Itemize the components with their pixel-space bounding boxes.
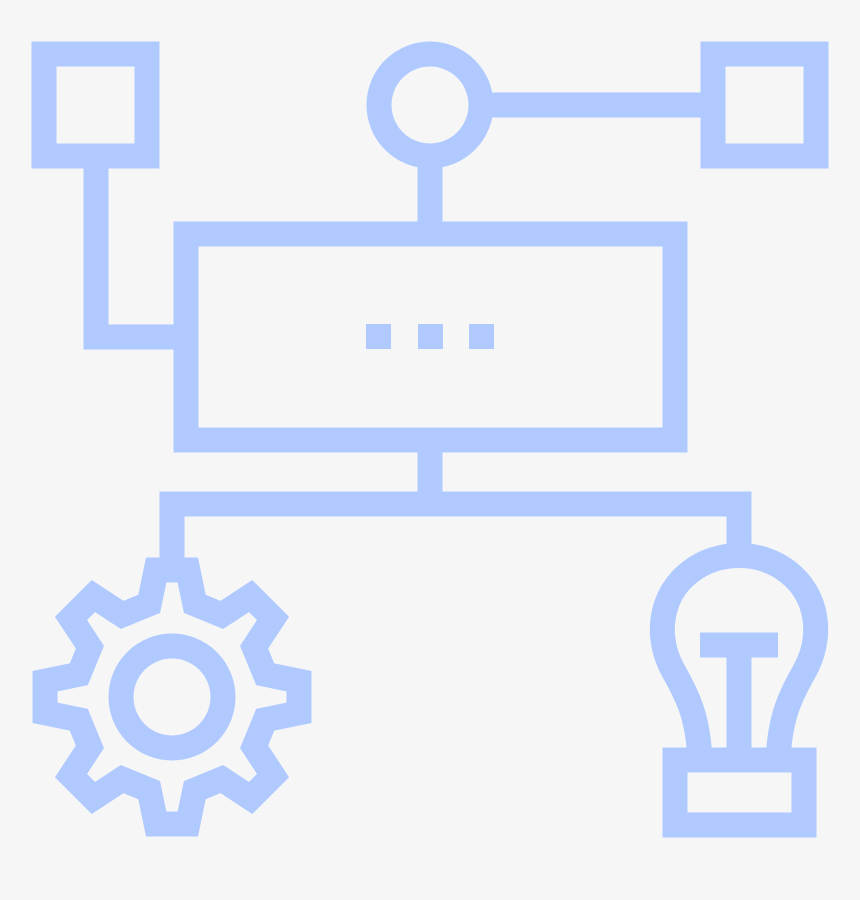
gear-outline: [32, 557, 312, 837]
lightbulb-glass: [649, 543, 829, 761]
ellipsis-dots-icon: [366, 324, 494, 349]
gear-hub: [108, 633, 236, 761]
lightbulb-base: [662, 747, 817, 838]
top-left-square-node-icon: [31, 41, 160, 169]
top-left-connector-line: [83, 156, 186, 350]
lightbulb-icon: [649, 543, 829, 838]
top-right-square-node-icon: [700, 41, 829, 169]
branch-line: [159, 491, 752, 568]
gear-icon: [32, 557, 312, 837]
top-circle-node-icon: [366, 41, 494, 169]
ellipsis-dot: [469, 324, 494, 349]
ellipsis-dot: [418, 324, 443, 349]
ellipsis-dot: [366, 324, 391, 349]
